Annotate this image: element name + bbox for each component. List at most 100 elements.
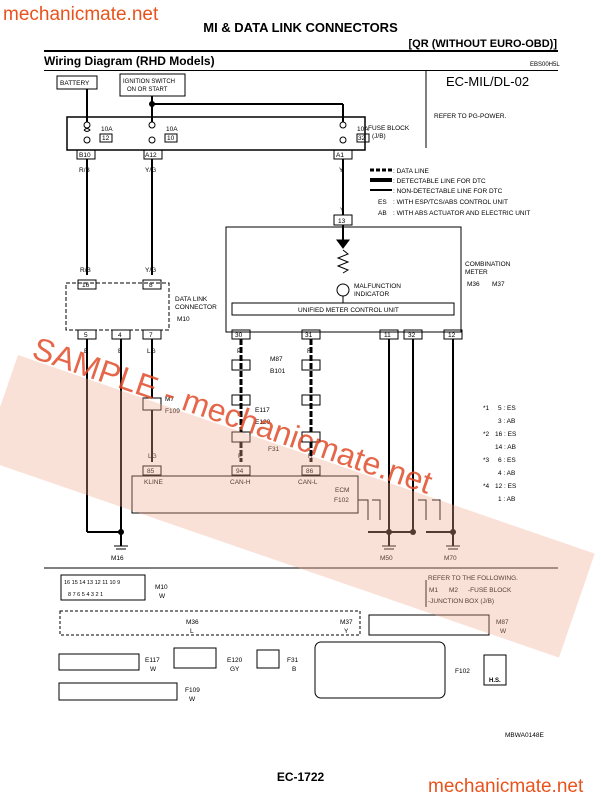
term-b10: B10 — [79, 152, 91, 159]
fuse1-amp: 10A — [101, 126, 113, 133]
note-5: 6 : ES — [498, 457, 516, 464]
dlc-wire-b1: B — [84, 348, 88, 355]
conn-m10-ref: M10 — [155, 584, 168, 591]
note-8: 1 : AB — [498, 496, 515, 503]
refer-junction-box: -JUNCTION BOX (J/B) — [428, 598, 494, 605]
meter-pin-31: 31 — [305, 332, 313, 339]
junction-f31: F31 — [268, 446, 280, 453]
junction-f109: F109 — [165, 408, 180, 415]
umcu-label: UNIFIED METER CONTROL UNIT — [298, 307, 399, 314]
note-4: 14 : AB — [495, 444, 516, 451]
meter-pin-30: 30 — [235, 332, 243, 339]
conn-f102-ref: F102 — [455, 668, 470, 675]
page-subtitle: [QR (WITHOUT EURO-OBD)] — [408, 38, 557, 50]
page-number: EC-1722 — [276, 770, 325, 784]
refer-m1: M1 — [429, 587, 438, 594]
conn-e117-color: W — [150, 666, 157, 673]
conn-f109-ref: F109 — [185, 687, 200, 694]
ecm-wire-p: P — [238, 453, 242, 460]
svg-text:(J/B): (J/B) — [372, 133, 386, 140]
ecm-pin-94: 94 — [236, 468, 244, 475]
watermark-bottom: mechanicmate.net — [428, 776, 584, 797]
fuse3-num: 32 — [358, 135, 366, 142]
junction-e117: E117 — [255, 407, 270, 414]
dlc-pin-7: 7 — [149, 332, 153, 339]
wire-y: Y — [339, 167, 344, 174]
can-wire-p: P — [237, 348, 241, 355]
conn-e120-ref: E120 — [227, 657, 243, 664]
conn-f31-ref: F31 — [287, 657, 299, 664]
meter-pin-11: 11 — [384, 332, 391, 339]
can-wire-r: R — [307, 348, 312, 355]
diagram-footer-code: MBWA0148E — [505, 732, 544, 739]
legend-ab-tag: AB — [378, 210, 387, 217]
fuse1-num: 12 — [102, 135, 110, 142]
hs-label: H.S. — [489, 678, 501, 684]
note-7: 12 : ES — [495, 483, 517, 490]
note-1: 5 : ES — [498, 405, 516, 412]
note-6: 4 : AB — [498, 470, 515, 477]
ecm-wire-r: R — [308, 453, 313, 460]
refer-power: REFER TO PG-POWER. — [434, 113, 507, 120]
term-a1: A1 — [336, 152, 344, 159]
fuse3-amp: 10A — [357, 126, 369, 133]
dlc-ref: M10 — [177, 316, 190, 323]
diagram-code: EC-MIL/DL-02 — [446, 74, 530, 89]
note-2: 3 : AB — [498, 418, 515, 425]
svg-text:METER: METER — [465, 269, 488, 276]
section-rule — [44, 70, 558, 71]
ecm-wire-lg: LG — [148, 453, 157, 460]
conn-m10-color: W — [159, 593, 166, 600]
dlc-wire-b2: B — [118, 348, 122, 355]
dlc-wire-yg: Y/G — [145, 267, 156, 274]
header-rule — [44, 50, 558, 52]
dlc-pin-8: 8 — [149, 282, 153, 289]
battery-label: BATTERY — [60, 80, 90, 87]
legend-es-tag: ES — [378, 199, 387, 206]
conn-m87-color: W — [500, 628, 507, 635]
refer-fuse-block: -FUSE BLOCK — [468, 587, 512, 594]
junction-e120: E120 — [255, 419, 271, 426]
meter-pin-12: 12 — [448, 332, 456, 339]
note-1-mark: *1 — [483, 405, 490, 412]
dlc-wire-rb: R/B — [80, 267, 91, 274]
wire-rb: R/B — [79, 167, 90, 174]
conn-m36-color: L — [190, 628, 194, 635]
battery-box — [56, 75, 98, 90]
note-5-mark: *3 — [483, 457, 490, 464]
term-a12: A12 — [145, 152, 157, 159]
svg-text:CONNECTOR: CONNECTOR — [175, 304, 217, 311]
conn-f109-color: W — [189, 696, 196, 703]
m10-row1: 16 15 14 13 12 11 10 9 — [64, 580, 120, 586]
junction-m87: M87 — [270, 356, 283, 363]
ecm-ref: F102 — [334, 497, 349, 504]
ecm-label: ECM — [335, 487, 349, 494]
dlc-wire-lg: LG — [147, 348, 156, 355]
legend-non-dtc-line: : NON-DETECTABLE LINE FOR DTC — [393, 188, 503, 195]
mil-label: MALFUNCTION — [354, 283, 401, 290]
dlc-label: DATA LINK — [175, 296, 208, 303]
legend-es: : WITH ESP/TCS/ABS CONTROL UNIT — [393, 199, 508, 206]
dlc-pin-4: 4 — [118, 332, 122, 339]
conn-f31-color: B — [292, 666, 296, 673]
meter-ref-2: M37 — [492, 281, 505, 288]
junction-b101: B101 — [270, 368, 286, 375]
watermark-top: mechanicmate.net — [3, 4, 159, 25]
meter-wire-y: Y — [340, 207, 345, 214]
legend-dtc-line: : DETECTABLE LINE FOR DTC — [393, 178, 486, 185]
conn-m37-color: Y — [344, 628, 349, 635]
fuse2-num: 10 — [167, 135, 175, 142]
meter-pin-32: 32 — [408, 332, 416, 339]
conn-m87-ref: M87 — [496, 619, 509, 626]
meter-pin-13: 13 — [338, 218, 346, 225]
ecm-pin-canh: CAN-H — [230, 479, 251, 486]
ground-m50: M50 — [380, 555, 393, 562]
conn-m36-ref: M36 — [186, 619, 199, 626]
m10-row2: 8 7 6 5 4 3 2 1 — [68, 592, 103, 598]
conn-m37-ref: M37 — [340, 619, 353, 626]
wire-yg: Y/G — [145, 167, 156, 174]
legend-data-line: : DATA LINE — [393, 168, 430, 175]
refer-following: REFER TO THE FOLLOWING. — [428, 575, 518, 582]
junction-m7: M7 — [165, 396, 174, 403]
ground-m16: M16 — [111, 555, 124, 562]
